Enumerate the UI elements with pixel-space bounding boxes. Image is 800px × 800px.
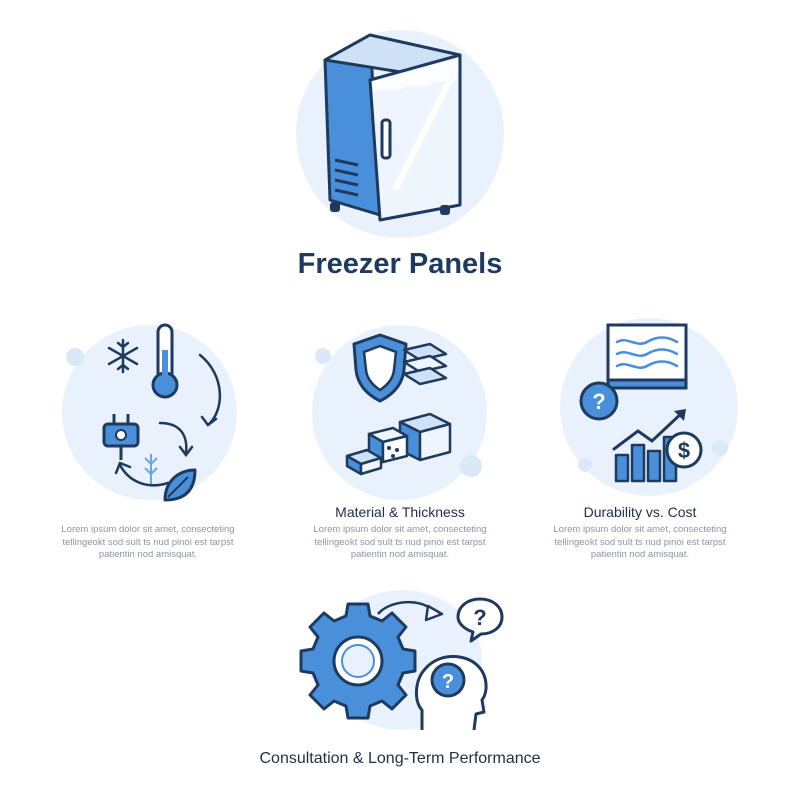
cycle-arrows-icon <box>114 353 221 487</box>
svg-text:?: ? <box>442 671 454 693</box>
insulation-blocks-icon <box>345 412 452 476</box>
card2-title: Material & Thickness <box>335 504 465 520</box>
thermometer-icon <box>151 323 179 399</box>
chart-board-icon <box>606 323 688 390</box>
shield-icon <box>352 333 408 403</box>
plug-icon <box>102 414 140 460</box>
card3-body: Lorem ipsum dolor sit amet, consecteting… <box>553 524 727 560</box>
leaf-icon <box>163 468 197 502</box>
svg-text:?: ? <box>592 389 605 414</box>
footer-title: Consultation & Long-Term Performance <box>259 750 541 767</box>
svg-text:?: ? <box>473 605 486 630</box>
card2-body: Lorem ipsum dolor sit amet, consecteting… <box>313 524 487 560</box>
card1-body: Lorem ipsum dolor sit amet, consecteting… <box>61 524 235 560</box>
deco-dot <box>315 348 331 364</box>
thinking-head-icon: ? <box>415 654 488 731</box>
deco-dot <box>66 348 84 366</box>
deco-dot <box>578 458 592 472</box>
card3-title: Durability vs. Cost <box>583 504 697 520</box>
sprout-icon <box>144 454 158 484</box>
deco-dot <box>712 440 728 456</box>
question-icon: ? <box>579 381 619 421</box>
dollar-icon: $ <box>665 431 703 469</box>
snowflake-icon <box>107 338 139 374</box>
page-title: Freezer Panels <box>297 248 503 280</box>
freezer-icon <box>323 33 462 222</box>
flow-arrow-icon <box>377 600 444 622</box>
layered-panels-icon <box>402 342 448 386</box>
question-bubble-icon: ? <box>456 597 504 643</box>
svg-text:$: $ <box>678 438 690 463</box>
gear-icon <box>299 602 417 720</box>
deco-dot <box>460 455 482 477</box>
card1-backdrop <box>62 325 237 500</box>
